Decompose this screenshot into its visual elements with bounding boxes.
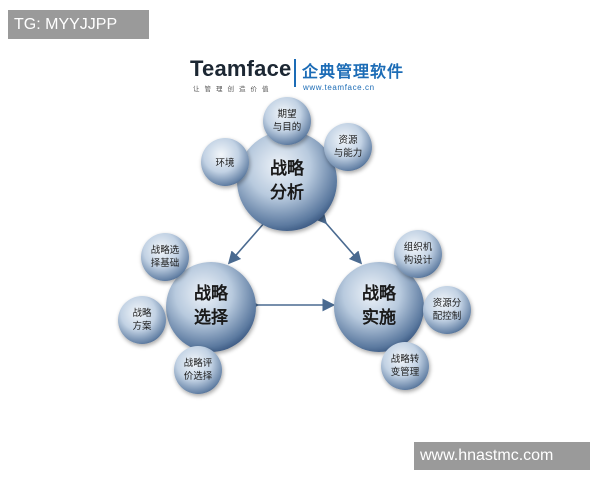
satellite-change-mgmt-line1: 战略转 xyxy=(391,353,420,365)
satellite-org-design-line1: 组织机 xyxy=(404,241,433,253)
arrow-analysis-implementation xyxy=(313,210,363,265)
satellite-change-mgmt: 战略转 变管理 xyxy=(381,342,429,390)
satellite-environment-line1: 环境 xyxy=(215,157,235,169)
satellite-plan: 战略 方案 xyxy=(118,296,166,344)
satellite-resource-alloc-line1: 资源分 xyxy=(433,298,462,309)
logo-cn-name: 企典管理软件 xyxy=(302,62,405,81)
satellite-environment: 环境 xyxy=(201,138,249,186)
satellite-org-design-line2: 构设计 xyxy=(404,254,433,266)
satellite-resource-alloc: 资源分 配控制 xyxy=(423,286,471,334)
node-choice-line2: 选择 xyxy=(194,307,229,328)
watermark-top-left: TG: MYYJJPP xyxy=(8,10,149,39)
arrow-analysis-choice xyxy=(227,210,277,265)
watermark-bottom-right: www.hnastmc.com xyxy=(414,442,590,470)
satellite-resources-line2: 与能力 xyxy=(334,147,363,159)
node-choice-line1: 战略 xyxy=(194,283,229,304)
satellite-evaluation: 战略评 价选择 xyxy=(174,346,222,394)
satellite-expectation-line2: 与目的 xyxy=(273,121,302,133)
teamface-logo: Teamface 企典管理软件 让管理创造价值 www.teamface.cn xyxy=(190,56,415,96)
satellite-evaluation-line2: 价选择 xyxy=(184,370,213,382)
node-analysis-line2: 分析 xyxy=(270,182,304,203)
logo-slogan: 让管理创造价值 xyxy=(193,85,274,93)
satellite-org-design: 组织机 构设计 xyxy=(394,230,442,278)
satellite-plan-line1: 战略 xyxy=(132,307,152,319)
satellite-choice-basis: 战略选 择基础 xyxy=(141,233,189,281)
satellite-plan-line2: 方案 xyxy=(132,320,152,332)
logo-name: Teamface xyxy=(190,56,292,81)
satellite-expectation-line1: 期望 xyxy=(277,108,296,120)
node-strategy-analysis: 战略 分析 xyxy=(237,131,337,231)
logo-separator xyxy=(294,59,296,87)
satellite-resource-alloc-line2: 配控制 xyxy=(433,310,462,322)
node-strategy-implementation: 战略 实施 xyxy=(334,262,424,352)
satellite-resources-line1: 资源 xyxy=(338,135,358,146)
node-strategy-choice: 战略 选择 xyxy=(166,262,256,352)
satellite-choice-basis-line1: 战略选 xyxy=(151,244,180,256)
satellite-choice-basis-line2: 择基础 xyxy=(151,257,180,269)
satellite-resources: 资源 与能力 xyxy=(324,123,372,171)
satellite-evaluation-line1: 战略评 xyxy=(184,357,213,369)
node-implementation-line2: 实施 xyxy=(362,307,396,328)
logo-url: www.teamface.cn xyxy=(303,83,375,92)
satellite-change-mgmt-line2: 变管理 xyxy=(391,366,420,378)
satellite-expectation: 期望 与目的 xyxy=(263,97,311,145)
node-implementation-line1: 战略 xyxy=(362,283,397,304)
node-analysis-line1: 战略 xyxy=(270,158,305,179)
